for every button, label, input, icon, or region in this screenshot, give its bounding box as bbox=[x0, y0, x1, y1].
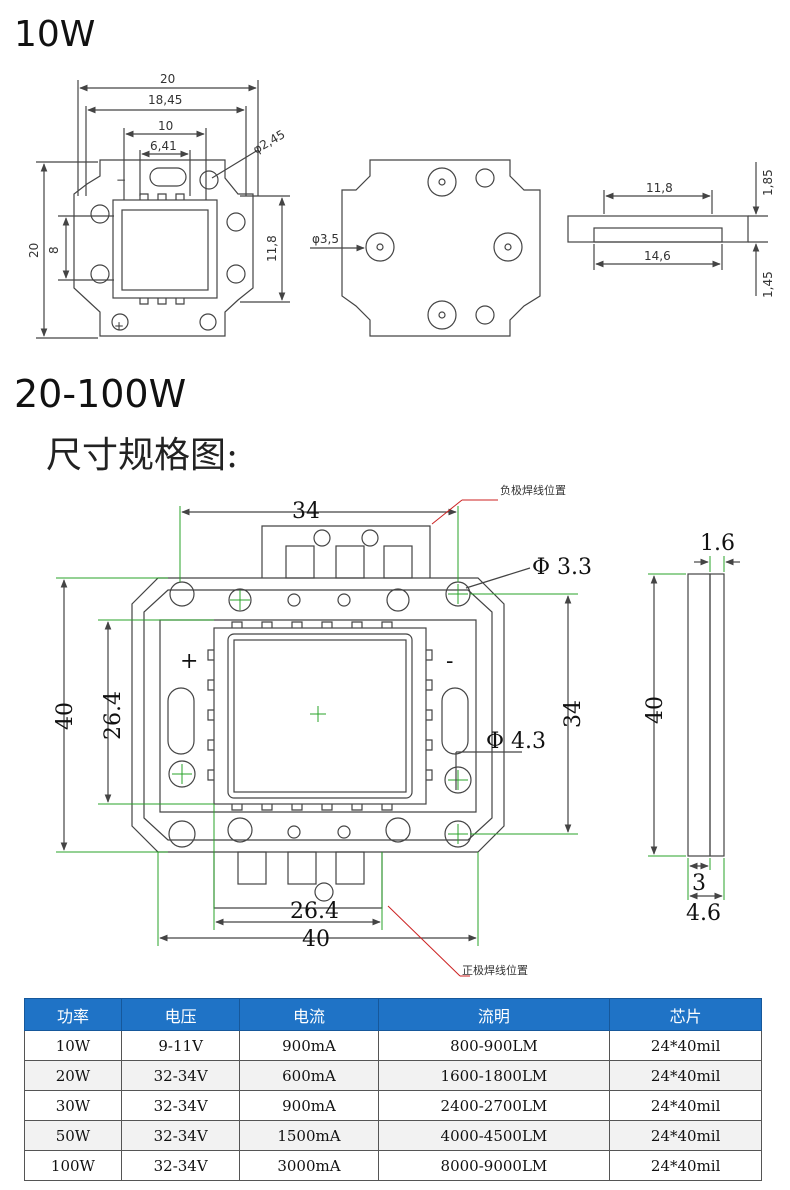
cell-power: 50W bbox=[24, 1120, 122, 1151]
dim-10w-width-inner: 18,45 bbox=[148, 93, 182, 107]
drawing-20-100w-front: + - 34 Φ 3.3 40 26.4 34 Φ 4.3 bbox=[53, 483, 592, 977]
cell-power: 20W bbox=[24, 1060, 122, 1091]
drawing-10w-front: − + 20 18,45 10 6,41 φ2,45 20 8 11,8 bbox=[27, 72, 290, 339]
dim-10w-chip-height: 8 bbox=[47, 246, 61, 254]
heading-20-100w: 20-100W bbox=[14, 372, 187, 416]
cell-voltage: 32-34V bbox=[120, 1120, 241, 1151]
dim-20w-height-outer: 40 bbox=[53, 702, 78, 730]
table-row: 10W 9-11V 900mA 800-900LM 24*40mil bbox=[24, 1030, 762, 1061]
table-row: 20W 32-34V 600mA 1600-1800LM 24*40mil bbox=[24, 1060, 762, 1091]
cell-voltage: 32-34V bbox=[120, 1090, 241, 1121]
dim-10w-chip-width: 10 bbox=[158, 119, 173, 133]
dim-20w-hole-large: Φ 4.3 bbox=[486, 729, 546, 754]
cell-power: 100W bbox=[24, 1150, 122, 1181]
dim-20w-chip-height: 26.4 bbox=[101, 691, 126, 740]
col-header-current: 电流 bbox=[239, 998, 379, 1031]
drawing-10w-side: 11,8 14,6 1,85 1,45 bbox=[567, 162, 775, 298]
col-header-chip: 芯片 bbox=[609, 998, 762, 1031]
dim-10w-chip-inner: 6,41 bbox=[150, 139, 177, 153]
dim-20w-side-base: 3 bbox=[692, 871, 706, 896]
heading-dimension-drawing: 尺寸规格图: bbox=[46, 435, 239, 476]
dim-10w-back-hole: φ3,5 bbox=[312, 232, 339, 246]
negative-mark-10w: − bbox=[116, 173, 126, 187]
cell-chip: 24*40mil bbox=[609, 1030, 762, 1061]
cell-current: 900mA bbox=[239, 1090, 379, 1121]
cell-lumens: 2400-2700LM bbox=[377, 1090, 611, 1121]
dim-20w-width-outer: 40 bbox=[302, 927, 330, 952]
technical-drawings: − + 20 18,45 10 6,41 φ2,45 20 8 11,8 bbox=[27, 72, 775, 977]
dim-20w-side-thickness: 1.6 bbox=[700, 531, 735, 556]
cell-chip: 24*40mil bbox=[609, 1090, 762, 1121]
note-positive-weld: 正极焊线位置 bbox=[462, 963, 528, 977]
cell-chip: 24*40mil bbox=[609, 1150, 762, 1181]
dim-10w-width-outer: 20 bbox=[160, 72, 175, 86]
col-header-lumens: 流明 bbox=[377, 998, 611, 1031]
cell-voltage: 9-11V bbox=[120, 1030, 241, 1061]
dim-20w-height-inner: 34 bbox=[561, 700, 586, 728]
cell-current: 1500mA bbox=[239, 1120, 379, 1151]
cell-voltage: 32-34V bbox=[120, 1060, 241, 1091]
table-row: 100W 32-34V 3000mA 8000-9000LM 24*40mil bbox=[24, 1150, 762, 1181]
dim-10w-height-outer: 20 bbox=[27, 243, 41, 258]
dim-10w-side-t1: 1,85 bbox=[761, 169, 775, 196]
cell-lumens: 1600-1800LM bbox=[377, 1060, 611, 1091]
heading-10w: 10W bbox=[14, 14, 96, 55]
col-header-power: 功率 bbox=[24, 998, 122, 1031]
dim-20w-hole-small: Φ 3.3 bbox=[532, 555, 592, 580]
drawing-20-100w-side: 1.6 40 3 4.6 bbox=[643, 531, 740, 926]
cell-lumens: 4000-4500LM bbox=[377, 1120, 611, 1151]
cell-current: 600mA bbox=[239, 1060, 379, 1091]
dim-10w-height-inner: 11,8 bbox=[265, 235, 279, 262]
cell-lumens: 800-900LM bbox=[377, 1030, 611, 1061]
cell-power: 30W bbox=[24, 1090, 122, 1121]
dim-20w-chip-width: 26.4 bbox=[290, 899, 339, 924]
dim-20w-top-width: 34 bbox=[292, 499, 320, 524]
negative-mark-20-100w: - bbox=[446, 649, 453, 674]
cell-power: 10W bbox=[24, 1030, 122, 1061]
cell-chip: 24*40mil bbox=[609, 1060, 762, 1091]
table-row: 30W 32-34V 900mA 2400-2700LM 24*40mil bbox=[24, 1090, 762, 1121]
dim-10w-side-t2: 1,45 bbox=[761, 271, 775, 298]
spec-table-header-row: 功率 电压 电流 流明 芯片 bbox=[24, 998, 762, 1031]
positive-mark-10w: + bbox=[114, 319, 124, 333]
cell-chip: 24*40mil bbox=[609, 1120, 762, 1151]
cell-voltage: 32-34V bbox=[120, 1150, 241, 1181]
positive-mark-20-100w: + bbox=[180, 649, 198, 674]
dim-10w-side-top: 11,8 bbox=[646, 181, 673, 195]
cell-current: 3000mA bbox=[239, 1150, 379, 1181]
dim-10w-hole: φ2,45 bbox=[251, 127, 288, 156]
spec-table: 功率 电压 电流 流明 芯片 10W 9-11V 900mA 800-900LM… bbox=[24, 998, 762, 1181]
dim-20w-side-total: 4.6 bbox=[686, 901, 721, 926]
cell-current: 900mA bbox=[239, 1030, 379, 1061]
dim-20w-side-height: 40 bbox=[643, 696, 668, 724]
note-negative-weld: 负极焊线位置 bbox=[500, 483, 566, 497]
drawing-10w-back: φ3,5 bbox=[310, 159, 541, 337]
table-row: 50W 32-34V 1500mA 4000-4500LM 24*40mil bbox=[24, 1120, 762, 1151]
dim-10w-side-bottom: 14,6 bbox=[644, 249, 671, 263]
cell-lumens: 8000-9000LM bbox=[377, 1150, 611, 1181]
col-header-voltage: 电压 bbox=[120, 998, 241, 1031]
